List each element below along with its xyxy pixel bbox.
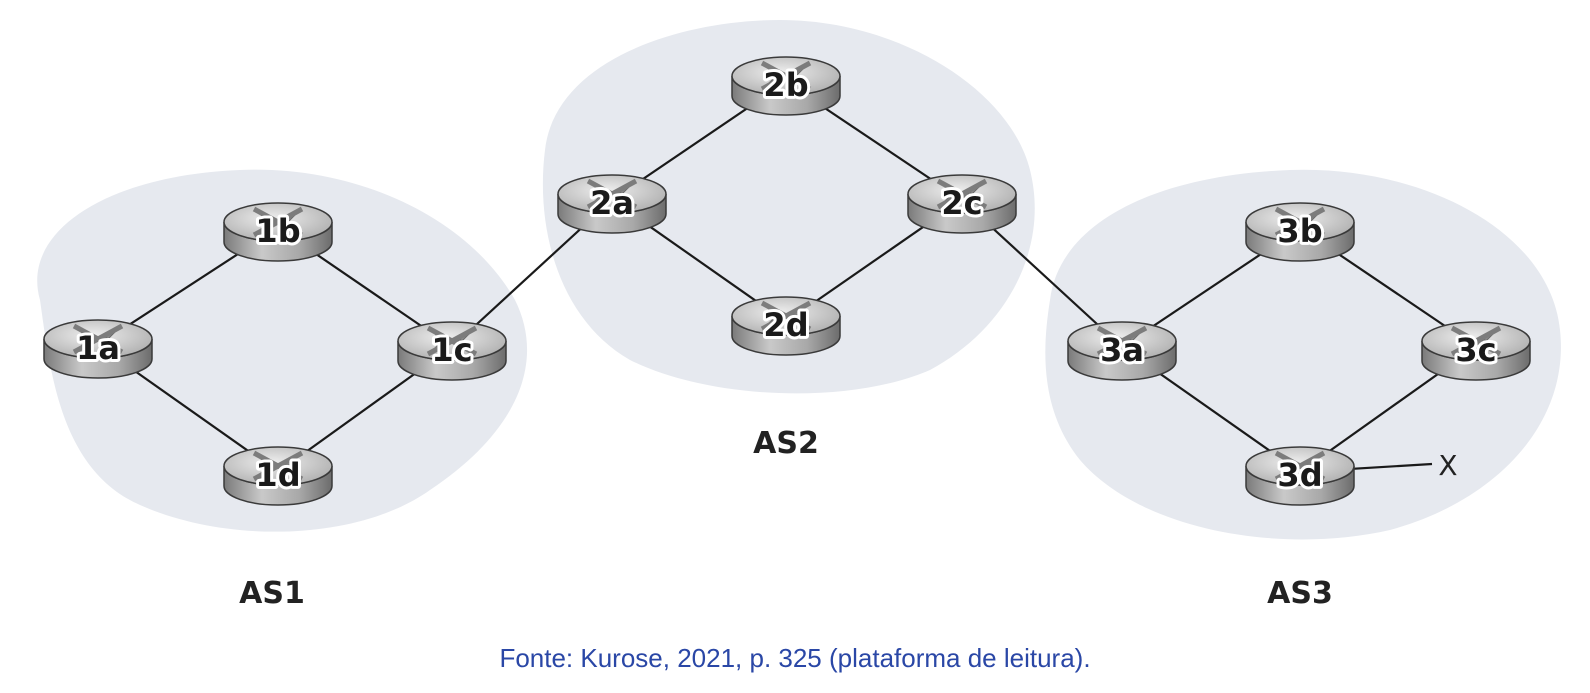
router-label-2c: 2c xyxy=(941,184,982,222)
router-label-3c: 3c xyxy=(1455,331,1496,369)
router-1d: 1d xyxy=(223,446,333,506)
router-cross-icon xyxy=(1096,325,1148,357)
router-label-1c: 1c xyxy=(431,331,472,369)
router-1b: 1b xyxy=(223,202,333,262)
router-label-1a: 1a xyxy=(76,329,120,367)
router-2d: 2d xyxy=(731,296,841,356)
router-label-3a: 3a xyxy=(1100,331,1144,369)
router-cross-icon xyxy=(72,323,124,355)
router-cross-icon xyxy=(1450,325,1502,357)
destination-x-label: X xyxy=(1438,449,1457,482)
router-label-2a: 2a xyxy=(590,184,634,222)
as2-label: AS2 xyxy=(753,426,819,461)
as1-region xyxy=(37,169,528,532)
router-cross-icon xyxy=(1274,450,1326,482)
as2-region xyxy=(542,20,1035,394)
router-cross-icon xyxy=(252,450,304,482)
router-3c: 3c xyxy=(1421,321,1531,381)
router-cross-icon xyxy=(760,300,812,332)
router-1c: 1c xyxy=(397,321,507,381)
router-cross-icon xyxy=(252,206,304,238)
router-label-2b: 2b xyxy=(763,66,808,104)
figure-caption: Fonte: Kurose, 2021, p. 325 (plataforma … xyxy=(499,643,1091,673)
router-cross-icon xyxy=(426,325,478,357)
router-2a: 2a xyxy=(557,174,667,234)
router-2b: 2b xyxy=(731,56,841,116)
router-label-3d: 3d xyxy=(1277,456,1322,494)
router-cross-icon xyxy=(936,178,988,210)
router-label-3b: 3b xyxy=(1277,212,1322,250)
router-2c: 2c xyxy=(907,174,1017,234)
router-1a: 1a xyxy=(43,319,153,379)
as3-label: AS3 xyxy=(1267,576,1333,611)
router-3a: 3a xyxy=(1067,321,1177,381)
routers-layer: 1a 1b 1c 1d 2a 2b 2c 2d 3a 3b 3c 3d xyxy=(43,56,1531,506)
router-3d: 3d xyxy=(1245,446,1355,506)
router-cross-icon xyxy=(760,60,812,92)
router-3b: 3b xyxy=(1245,202,1355,262)
as-regions xyxy=(37,20,1561,540)
router-cross-icon xyxy=(586,178,638,210)
router-label-1b: 1b xyxy=(255,212,300,250)
as1-label: AS1 xyxy=(239,576,305,611)
as3-region xyxy=(1045,169,1561,540)
router-label-2d: 2d xyxy=(763,306,808,344)
router-label-1d: 1d xyxy=(255,456,300,494)
router-cross-icon xyxy=(1274,206,1326,238)
